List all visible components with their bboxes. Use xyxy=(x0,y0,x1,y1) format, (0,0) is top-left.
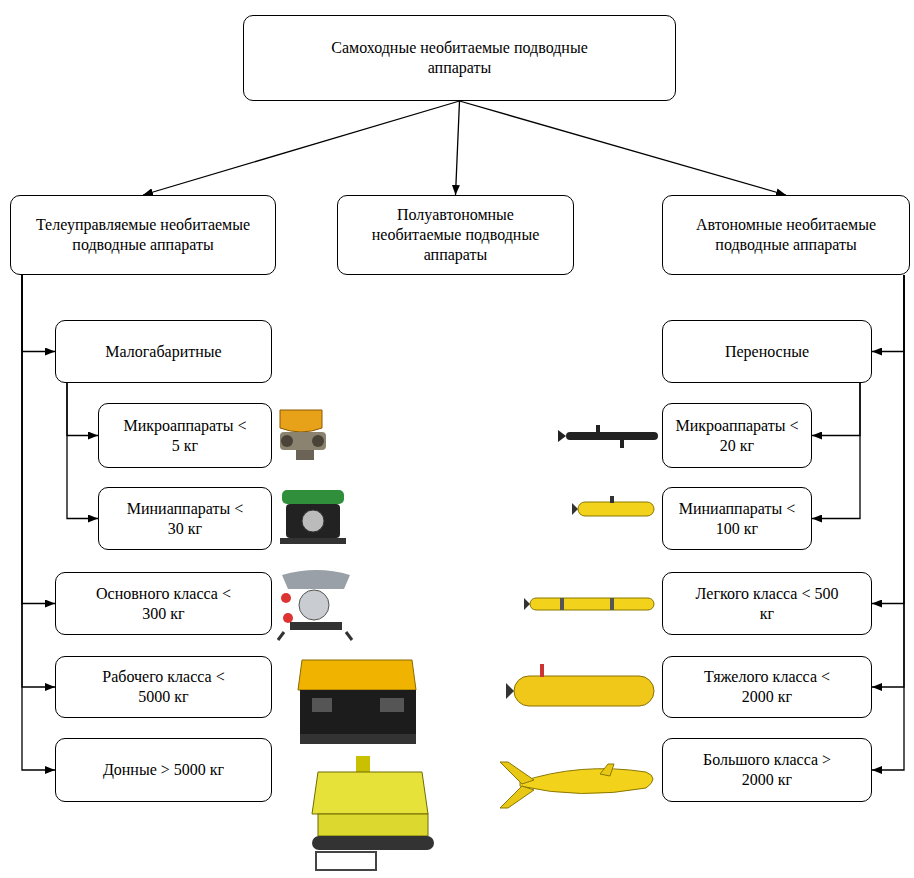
box-label: Самоходные необитаемые подводные аппарат… xyxy=(310,38,610,78)
category-box: Полуавтономные необитаемые подводные апп… xyxy=(337,195,574,275)
arrow-connector xyxy=(812,383,860,436)
category-box: Основного класса < 300 кг xyxy=(55,572,272,635)
arrow-connector xyxy=(872,275,904,770)
box-label: Донные > 5000 кг xyxy=(103,760,224,780)
box-label: Малогабаритные xyxy=(105,342,221,362)
box-label: Полуавтономные необитаемые подводные апп… xyxy=(351,205,561,265)
box-label: Микроаппараты < 5 кг xyxy=(123,416,248,456)
mini-auv-picture xyxy=(572,496,654,516)
box-label: Основного класса < 300 кг xyxy=(89,584,239,624)
box-label: Микроаппараты < 20 кг xyxy=(675,416,800,456)
category-box: Донные > 5000 кг xyxy=(55,738,272,802)
box-label: Автономные необитаемые подводные аппарат… xyxy=(669,215,903,255)
category-box: Миниаппараты < 30 кг xyxy=(98,487,272,550)
work-class-rov-picture xyxy=(298,660,416,744)
box-label: Переносные xyxy=(725,342,809,362)
light-auv-picture xyxy=(524,598,654,610)
arrow-connector xyxy=(22,275,55,770)
box-label: Рабочего класса < 5000 кг xyxy=(89,667,239,707)
category-box: Малогабаритные xyxy=(55,320,272,383)
arrow-connector xyxy=(22,275,55,604)
arrow-connector xyxy=(456,101,460,195)
category-box: Тяжелого класса < 2000 кг xyxy=(662,656,872,718)
arrow-connector xyxy=(67,383,98,436)
arrow-connector xyxy=(22,275,55,352)
category-box: Рабочего класса < 5000 кг xyxy=(55,656,272,718)
basic-rov-picture xyxy=(278,570,352,640)
arrow-connector xyxy=(460,101,787,195)
large-auv-picture xyxy=(500,762,653,808)
box-label: Большого класса > 2000 кг xyxy=(692,750,842,790)
category-box: Переносные xyxy=(662,320,872,383)
mini-rov-picture xyxy=(280,490,346,544)
box-label: Легкого класса < 500 кг xyxy=(692,584,842,624)
arrow-connector xyxy=(22,275,55,687)
category-box: Самоходные необитаемые подводные аппарат… xyxy=(243,15,676,101)
category-box: Автономные необитаемые подводные аппарат… xyxy=(662,195,910,275)
category-box: Легкого класса < 500 кг xyxy=(662,572,872,635)
category-box: Микроаппараты < 20 кг xyxy=(662,403,812,468)
arrow-connector xyxy=(67,383,98,519)
arrow-connector xyxy=(872,275,904,604)
box-label: Тяжелого класса < 2000 кг xyxy=(692,667,842,707)
micro-auv-picture xyxy=(558,425,658,448)
category-box: Большого класса > 2000 кг xyxy=(662,738,872,802)
arrow-connector xyxy=(143,101,460,195)
category-box: Микроаппараты < 5 кг xyxy=(98,403,272,468)
box-label: Телеуправляемые необитаемые подводные ап… xyxy=(23,215,263,255)
arrow-connector xyxy=(872,275,904,687)
bottom-crawler-picture xyxy=(312,756,434,870)
category-box: Телеуправляемые необитаемые подводные ап… xyxy=(10,195,276,275)
category-box: Миниаппараты < 100 кг xyxy=(662,487,812,550)
box-label: Миниаппараты < 100 кг xyxy=(675,499,800,539)
arrow-connector xyxy=(872,275,904,352)
heavy-auv-picture xyxy=(506,664,654,706)
box-label: Миниаппараты < 30 кг xyxy=(123,499,248,539)
micro-rov-picture xyxy=(280,410,326,460)
arrow-connector xyxy=(812,383,860,519)
